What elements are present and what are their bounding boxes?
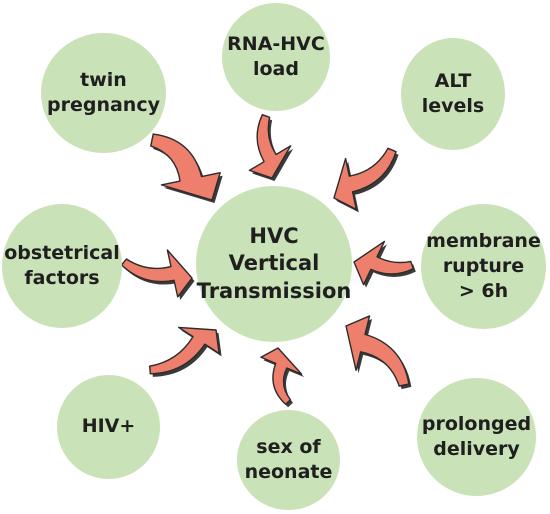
arrow-sex-of-neonate-icon — [260, 347, 305, 408]
center-label: HVC Vertical Transmission — [196, 224, 352, 303]
arrow-twin-pregnancy-body — [150, 133, 221, 201]
node-membrane-rupture-label: membrane rupture > 6h — [426, 229, 541, 303]
node-sex-of-neonate: sex of neonate — [237, 410, 340, 510]
arrow-rna-hvc-load-icon — [248, 113, 294, 181]
node-rna-hvc-load: RNA-HVC load — [222, 3, 330, 111]
node-hiv-positive: HIV+ — [57, 375, 160, 479]
arrow-alt-levels-body — [333, 147, 397, 211]
arrow-twin-pregnancy-icon — [150, 133, 223, 203]
node-twin-pregnancy: twin pregnancy — [41, 33, 166, 153]
arrow-hiv-positive-icon — [148, 326, 222, 377]
arrow-hiv-positive-body — [148, 326, 220, 375]
arrow-membrane-rupture-body — [353, 240, 415, 286]
arrow-sex-of-neonate-body — [260, 347, 303, 405]
arrow-obstetrical-factors-body — [120, 249, 193, 298]
node-rna-hvc-load-label: RNA-HVC load — [227, 32, 325, 80]
arrow-alt-levels-icon — [333, 147, 399, 213]
arrow-obstetrical-factors-icon — [120, 249, 195, 300]
arrow-rna-hvc-load-body — [248, 113, 292, 179]
node-alt-levels-label: ALT levels — [421, 69, 485, 117]
node-twin-pregnancy-label: twin pregnancy — [47, 68, 160, 116]
node-hvc-vertical-transmission: HVC Vertical Transmission — [196, 186, 352, 342]
arrow-prolonged-delivery-icon — [345, 315, 412, 390]
arrow-membrane-rupture-icon — [353, 240, 416, 288]
node-obstetrical-factors: obstetrical factors — [2, 204, 122, 328]
node-prolonged-delivery: prolonged delivery — [417, 378, 536, 496]
node-alt-levels: ALT levels — [401, 38, 505, 150]
node-hiv-positive-label: HIV+ — [81, 415, 136, 438]
node-prolonged-delivery-label: prolonged delivery — [421, 412, 532, 460]
node-obstetrical-factors-label: obstetrical factors — [4, 241, 120, 289]
node-membrane-rupture: membrane rupture > 6h — [421, 204, 546, 329]
node-sex-of-neonate-label: sex of neonate — [244, 435, 333, 483]
arrow-prolonged-delivery-body — [345, 315, 410, 387]
